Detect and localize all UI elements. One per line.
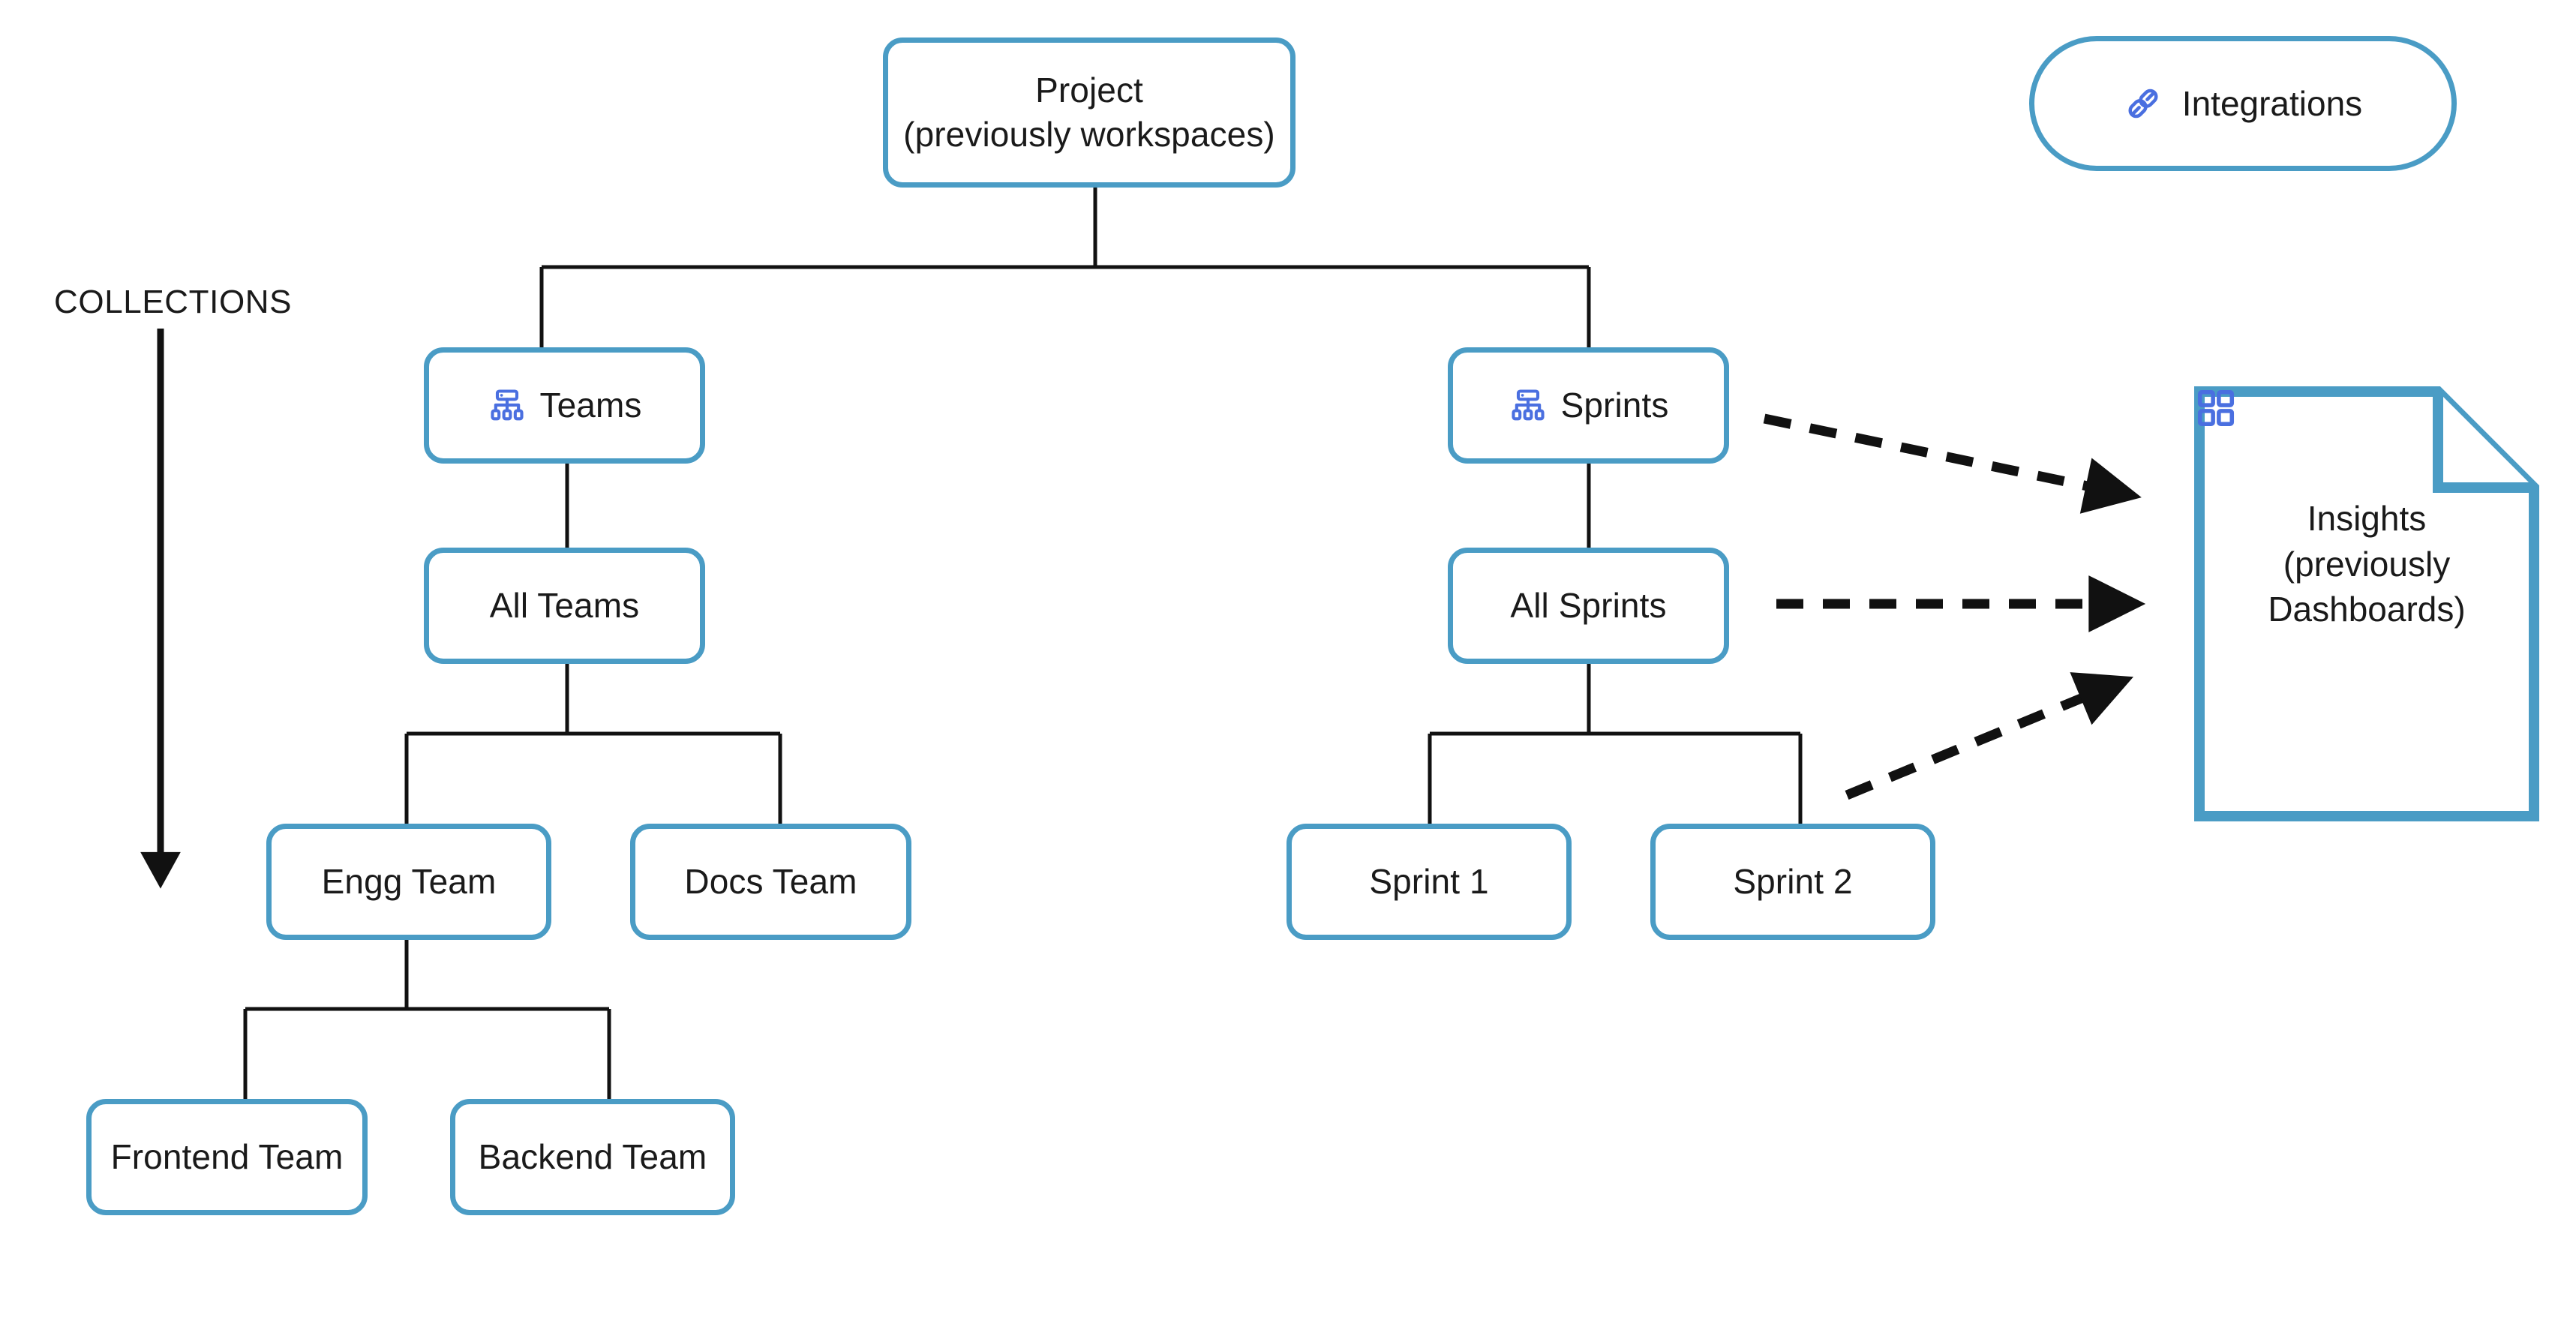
node-engg-team[interactable]: Engg Team <box>266 824 551 940</box>
node-backend-team-label: Backend Team <box>478 1137 707 1177</box>
node-frontend-team-label: Frontend Team <box>110 1137 344 1177</box>
node-integrations-label: Integrations <box>2181 84 2363 123</box>
node-sprints[interactable]: Sprints <box>1448 347 1729 464</box>
node-insights-label: Insights (previously Dashboards) <box>2268 499 2466 629</box>
node-teams[interactable]: Teams <box>424 347 705 464</box>
node-sprints-label: Sprints <box>1560 386 1669 425</box>
plug-connector-icon <box>2124 84 2163 123</box>
node-sprint-1[interactable]: Sprint 1 <box>1286 824 1572 940</box>
node-all-teams[interactable]: All Teams <box>424 548 705 664</box>
node-frontend-team[interactable]: Frontend Team <box>86 1099 368 1215</box>
node-all-sprints-label: All Sprints <box>1510 586 1667 626</box>
node-sprint-1-label: Sprint 1 <box>1369 862 1489 902</box>
hierarchy-icon <box>1509 386 1548 425</box>
node-all-sprints[interactable]: All Sprints <box>1448 548 1729 664</box>
node-engg-team-label: Engg Team <box>321 862 497 902</box>
node-project-label: Project (previously workspaces) <box>903 71 1275 154</box>
node-integrations[interactable]: Integrations <box>2029 36 2457 171</box>
node-docs-team[interactable]: Docs Team <box>630 824 911 940</box>
document-folded-corner-shape <box>2194 386 2539 821</box>
node-teams-label: Teams <box>539 386 642 425</box>
hierarchy-icon <box>488 386 527 425</box>
node-backend-team[interactable]: Backend Team <box>450 1099 735 1215</box>
node-sprint-2-label: Sprint 2 <box>1733 862 1853 902</box>
node-project[interactable]: Project (previously workspaces) <box>883 38 1296 188</box>
node-docs-team-label: Docs Team <box>684 862 857 902</box>
node-all-teams-label: All Teams <box>489 586 640 626</box>
node-insights[interactable]: Insights (previously Dashboards) <box>2194 386 2539 821</box>
node-sprint-2[interactable]: Sprint 2 <box>1650 824 1935 940</box>
collections-caption: COLLECTIONS <box>54 284 293 320</box>
